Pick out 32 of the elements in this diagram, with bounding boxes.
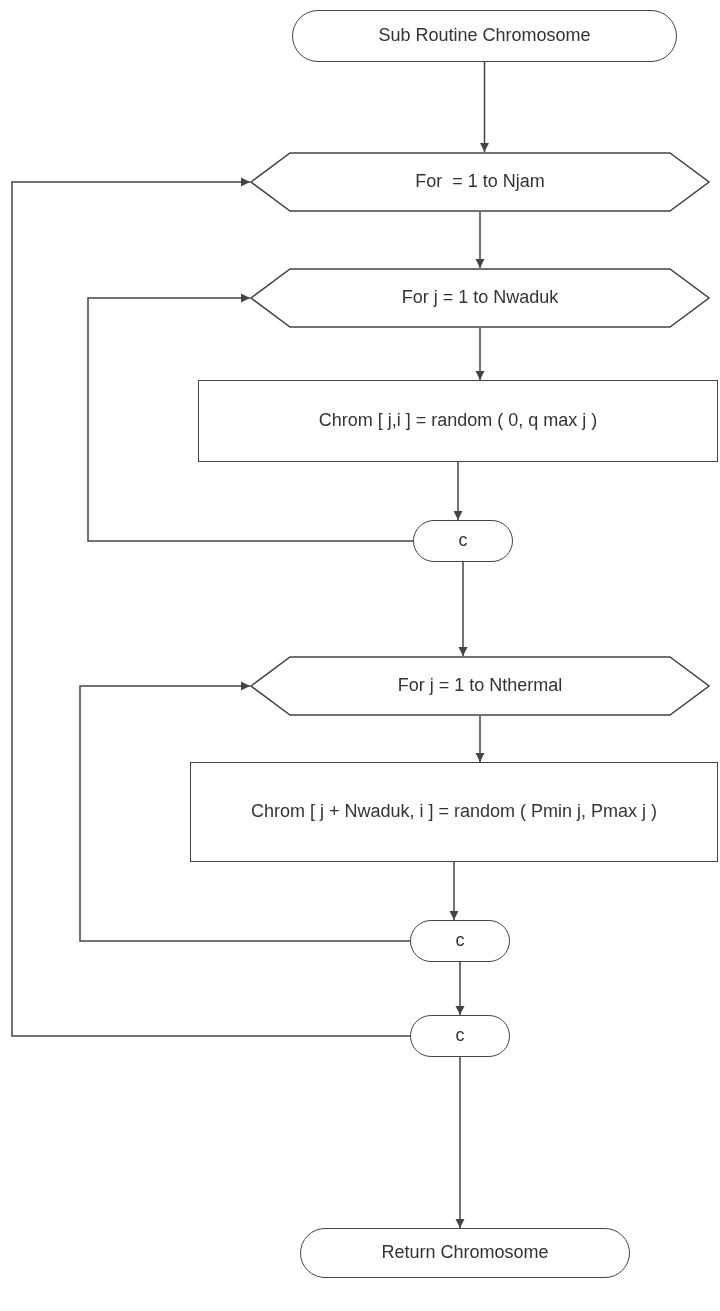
arrow xyxy=(79,681,411,942)
arrow xyxy=(453,461,463,521)
arrow xyxy=(475,715,485,763)
node-label: Sub Routine Chromosome xyxy=(378,24,591,48)
process-box xyxy=(190,762,718,862)
arrow xyxy=(475,327,485,381)
node-label: c xyxy=(455,929,465,953)
terminal-pill xyxy=(300,1228,630,1278)
loop-hexagon xyxy=(250,152,710,212)
arrow xyxy=(455,961,465,1016)
node-label: For j = 1 to Nwaduk xyxy=(401,286,559,310)
node-label: For j = 1 to Nthermal xyxy=(397,674,563,698)
node-label: Return Chromosome xyxy=(381,1241,549,1265)
arrow xyxy=(87,293,414,542)
process-box xyxy=(198,380,718,462)
arrow xyxy=(455,1056,465,1229)
terminal-pill xyxy=(410,920,510,962)
loop-hexagon xyxy=(250,268,710,328)
loop-hexagon xyxy=(250,656,710,716)
arrow xyxy=(475,211,485,269)
node-label: c xyxy=(458,529,468,553)
node-label: Chrom [ j,i ] = random ( 0, q max j ) xyxy=(318,409,598,433)
node-label: For = 1 to Njam xyxy=(415,170,545,194)
arrow xyxy=(458,561,468,657)
terminal-pill xyxy=(292,10,677,62)
node-label: c xyxy=(455,1024,465,1048)
node-label: Chrom [ j + Nwaduk, i ] = random ( Pmin j, Pmax j ) xyxy=(250,800,658,824)
arrow xyxy=(449,861,459,921)
arrow xyxy=(11,177,411,1037)
terminal-pill xyxy=(410,1015,510,1057)
arrow xyxy=(480,61,489,153)
terminal-pill xyxy=(413,520,513,562)
